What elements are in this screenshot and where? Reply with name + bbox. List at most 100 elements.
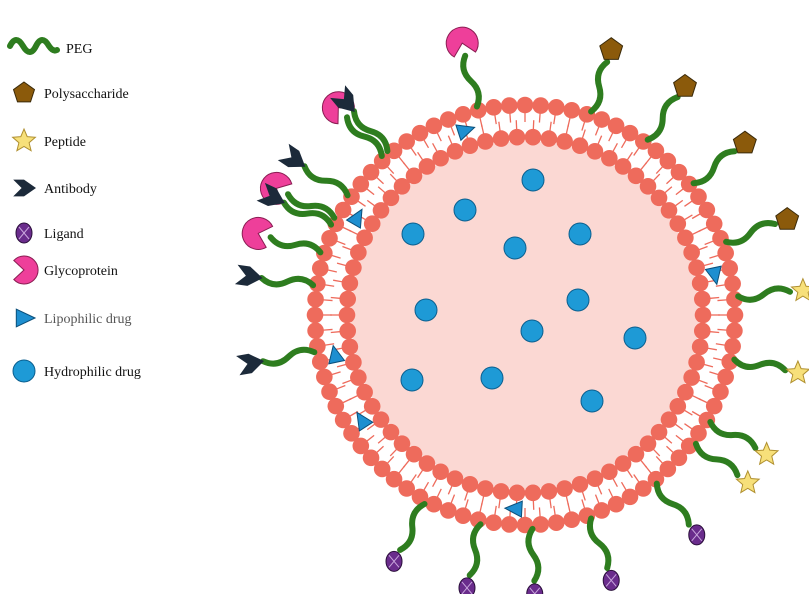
- aqueous-core: [351, 141, 699, 489]
- lipid-tail: [330, 331, 340, 334]
- peg-chain: [525, 525, 542, 584]
- lipid-head: [694, 306, 712, 324]
- lipid-head: [601, 149, 618, 167]
- lipid-head: [393, 178, 411, 195]
- lipid-head: [461, 475, 479, 493]
- lipid-head: [382, 189, 400, 207]
- lipid-head: [372, 411, 390, 428]
- legend-item-antibody: Antibody: [13, 179, 97, 197]
- lipid-tail: [704, 363, 714, 368]
- lipid-tail: [357, 200, 366, 207]
- lipid-head: [362, 163, 380, 181]
- legend-label-antibody: Antibody: [44, 182, 97, 197]
- lipid-head: [586, 143, 604, 160]
- hydrophilic-drug-icon: [568, 222, 592, 246]
- lipid-head: [321, 383, 338, 401]
- lipid-head: [688, 354, 705, 371]
- lipid-head: [339, 290, 357, 308]
- antibody-icon: [330, 85, 355, 112]
- lipid-tail: [333, 279, 343, 283]
- lipid-tail: [633, 147, 640, 156]
- lipid-head: [540, 130, 558, 147]
- lipid-head: [393, 435, 411, 452]
- peg-glycoprotein: [241, 216, 324, 256]
- peg-peptide: [731, 356, 809, 384]
- lipid-head: [726, 322, 743, 339]
- lipid-tail: [538, 507, 541, 517]
- lipid-head: [432, 149, 449, 167]
- lipid-head: [621, 124, 639, 142]
- lipid-head: [717, 368, 734, 386]
- peg-chain: [690, 148, 738, 187]
- lipid-tail: [509, 113, 512, 123]
- lipid-tail: [698, 245, 708, 251]
- lipid-tail: [480, 496, 485, 506]
- peptide-icon: [753, 441, 780, 466]
- lipid-head: [385, 142, 403, 160]
- lipid-tail: [675, 199, 684, 207]
- lipid-tail: [389, 448, 397, 457]
- lipid-head: [398, 480, 416, 497]
- lipid-head: [425, 117, 443, 135]
- lipid-head: [571, 475, 589, 493]
- lipid-tail: [349, 229, 358, 235]
- lipid-tail: [704, 262, 714, 267]
- lipid-head: [334, 201, 352, 219]
- lipid-head: [372, 202, 390, 219]
- peg-chain: [260, 346, 318, 367]
- lipid-head: [454, 507, 472, 524]
- lipid-tail: [692, 229, 701, 235]
- lipid-tail: [581, 129, 586, 139]
- lipid-tail: [494, 505, 497, 515]
- lipid-head: [693, 290, 711, 308]
- lipid-head: [316, 368, 333, 386]
- lipid-tail: [366, 188, 375, 196]
- legend-item-glycoprotein: Glycoprotein: [13, 255, 118, 285]
- lipid-head: [726, 306, 744, 324]
- legend-item-lipophilic: Lipophilic drug: [15, 308, 132, 328]
- peg-chain-icon: [7, 37, 60, 55]
- lipid-head: [508, 484, 526, 502]
- peg-peptide: [692, 440, 761, 494]
- lipophilic-drug-icon: [15, 308, 37, 328]
- polysaccharide-icon: [732, 130, 757, 154]
- ligand-icon: [458, 577, 476, 594]
- lipid-head: [563, 101, 581, 119]
- lipid-head: [670, 449, 688, 467]
- lipid-tail: [323, 328, 333, 331]
- lipid-tail: [498, 499, 501, 509]
- lipid-head: [341, 274, 359, 292]
- lipid-head: [446, 470, 464, 487]
- lipid-head: [501, 516, 518, 533]
- lipid-tail: [715, 284, 725, 287]
- lipid-head: [705, 215, 723, 233]
- lipid-tail: [704, 240, 714, 246]
- lipid-head: [669, 215, 687, 233]
- peptide-icon: [785, 359, 809, 384]
- hydrophilic-drug-icon: [414, 298, 438, 322]
- lipid-head: [439, 111, 457, 128]
- ligand-icon: [688, 524, 706, 546]
- lipid-tail: [387, 456, 395, 464]
- lipid-tail: [675, 434, 684, 442]
- lipid-tail: [707, 347, 717, 351]
- lipid-head: [485, 514, 503, 531]
- legend-item-hydrophilic: Hydrophilic drug: [12, 359, 141, 383]
- peg-chain: [653, 480, 692, 528]
- lipid-tail: [633, 474, 640, 483]
- legend-label-polysaccharide: Polysaccharide: [44, 87, 129, 102]
- lipid-tail: [336, 262, 346, 267]
- lipid-head: [356, 229, 373, 247]
- lipid-tail: [626, 151, 633, 161]
- peg-ligand: [385, 501, 428, 572]
- lipid-tail: [330, 296, 340, 299]
- legend-label-peptide: Peptide: [44, 135, 86, 150]
- lipid-tail: [417, 151, 424, 161]
- lipid-tail: [366, 423, 375, 431]
- lipid-head: [350, 244, 367, 261]
- lipid-head: [593, 502, 611, 519]
- lipid-head: [345, 354, 362, 371]
- lipid-head: [352, 437, 370, 455]
- hydrophilic-drug-icon: [566, 288, 590, 312]
